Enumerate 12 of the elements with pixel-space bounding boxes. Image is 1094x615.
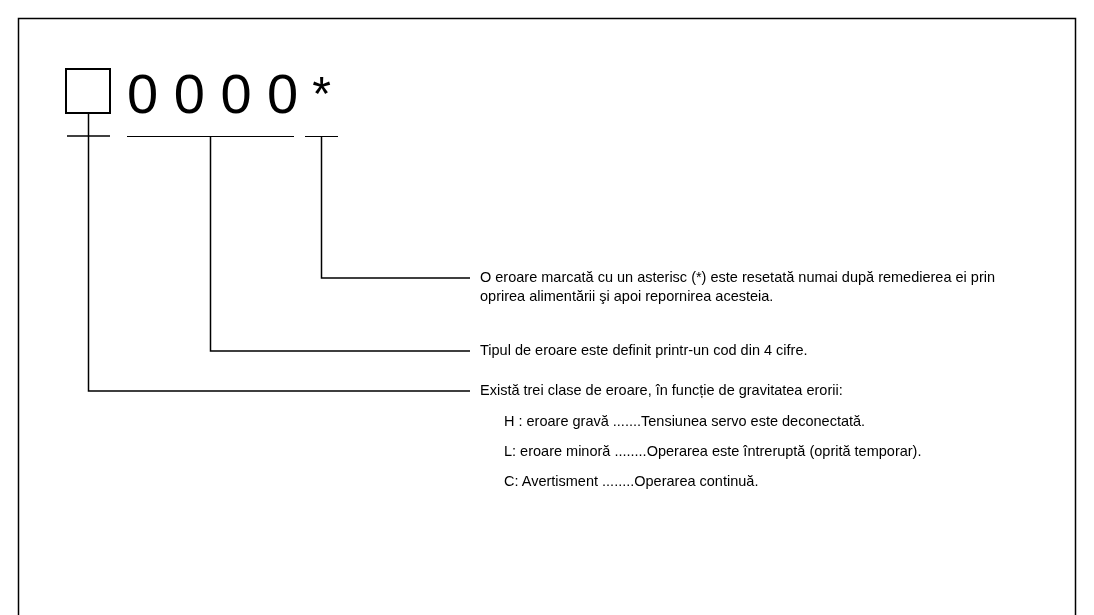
leader-line [320,136,471,279]
leader-line [87,113,471,392]
note-text: O eroare marcată cu un asterisc (*) este resetată numai după remedierea ei prin oprirea alimentării şi apoi repornirea acesteia. [470,268,1015,306]
note-text: Există trei clase de eroare, în funcție de gravitatea erorii: [470,381,1030,400]
leader-line [209,136,471,352]
empty-square-symbol [65,68,111,114]
error-class-text: L: eroare minoră ........Operarea este întreruptă (oprită temporar). [504,442,922,461]
note-text: Tipul de eroare este definit printr-un cod din 4 cifre. [470,341,1030,360]
error-class-text: H : eroare gravă .......Tensiunea servo este deconectată. [504,412,866,431]
code-digits: 0 0 0 0 [127,64,294,137]
asterisk-mark: * [305,64,338,137]
error-class-text: C: Avertisment ........Operarea continuă. [504,472,759,491]
